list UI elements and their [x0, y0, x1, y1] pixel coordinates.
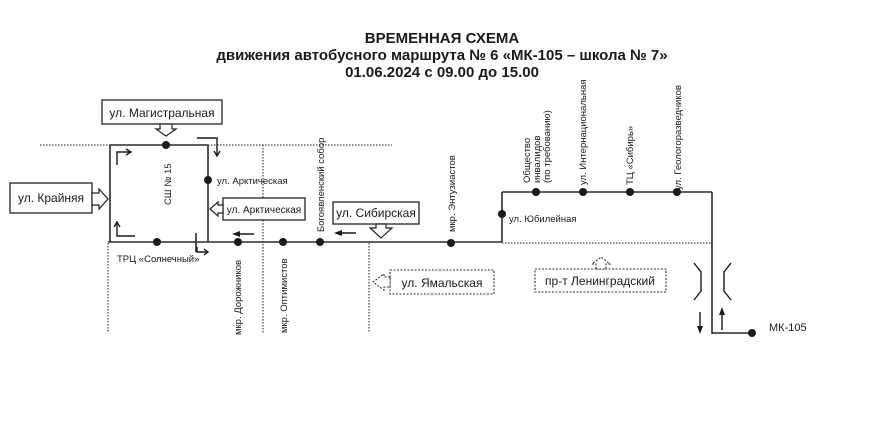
stop-marker — [204, 176, 212, 184]
stop-label-internatsionalnaya: ул. Интернациональная — [578, 79, 589, 185]
street-box-arkticheskaya: ул. Арктическая — [209, 197, 306, 221]
stop-label-mk105: МК-105 — [769, 322, 807, 334]
street-box-krainyaya: ул. Крайняя — [9, 182, 109, 214]
stop-marker — [316, 238, 324, 246]
stop-label-trc-solnechny: ТРЦ «Солнечный» — [117, 254, 199, 265]
stop-marker — [498, 210, 506, 218]
svg-text:ул. Сибирская: ул. Сибирская — [336, 206, 416, 220]
svg-text:пр-т Ленинградский: пр-т Ленинградский — [545, 274, 655, 288]
stop-marker — [279, 238, 287, 246]
direction-arrow-down — [697, 312, 703, 334]
stop-marker — [626, 188, 634, 196]
direction-arrow-up — [116, 148, 133, 165]
stop-label-invalidy-2: инвалидов — [532, 136, 543, 184]
stop-label-invalidy-3: (по требованию) — [542, 110, 553, 183]
stop-label-arkticheskaya: ул. Арктическая — [217, 176, 288, 187]
svg-text:ул. Арктическая: ул. Арктическая — [227, 205, 301, 216]
direction-arrow-left — [334, 230, 356, 236]
stop-marker — [234, 238, 242, 246]
stop-marker — [532, 188, 540, 196]
svg-text:ул. Ямальская: ул. Ямальская — [402, 276, 483, 290]
schema-date: 01.06.2024 с 09.00 до 15.00 — [345, 64, 539, 81]
stop-label-invalidy-1: Общество — [522, 138, 533, 183]
stop-label-yubileynaya: ул. Юбилейная — [509, 214, 577, 225]
stop-label-tc-sibir: ТЦ «Сибирь» — [625, 126, 636, 185]
road-narrowing-icon — [693, 262, 702, 301]
stop-label-geologorazvedchikov: ул. Геологоразведчиков — [673, 85, 684, 190]
stop-marker — [748, 329, 756, 337]
stop-label-entuziastov: мкр. Энтузиастов — [447, 155, 458, 232]
direction-arrow-down — [197, 137, 221, 158]
stop-marker — [162, 141, 170, 149]
direction-arrow-up — [719, 307, 725, 330]
direction-arrow-left — [232, 231, 254, 237]
svg-text:ул. Крайняя: ул. Крайняя — [18, 191, 84, 205]
stop-marker — [447, 239, 455, 247]
street-box-magistralnaya: ул. Магистральная — [101, 99, 223, 137]
stop-label-optimistov: мкр. Оптимистов — [279, 258, 290, 333]
stop-label-bogoyavlensky: Богоявленский собор — [316, 138, 327, 232]
stop-marker — [579, 188, 587, 196]
svg-text:ул. Магистральная: ул. Магистральная — [109, 106, 214, 120]
street-box-sibirskaya: ул. Сибирская — [332, 201, 420, 239]
stop-marker — [153, 238, 161, 246]
schema-title: ВРЕМЕННАЯ СХЕМА — [364, 30, 520, 47]
street-box-yamalskaya: ул. Ямальская — [372, 269, 495, 295]
street-box-leningradsky: пр-т Ленинградский — [534, 256, 667, 293]
stop-marker — [673, 188, 681, 196]
direction-arrow-right — [196, 247, 210, 256]
stop-label-dorozhnikov: мкр. Дорожников — [233, 260, 244, 335]
road-narrowing-icon — [723, 262, 732, 301]
stop-label-school15: СШ № 15 — [163, 163, 174, 205]
schema-subtitle: движения автобусного маршрута № 6 «МК-10… — [216, 47, 668, 64]
direction-arrow-up — [113, 220, 135, 237]
